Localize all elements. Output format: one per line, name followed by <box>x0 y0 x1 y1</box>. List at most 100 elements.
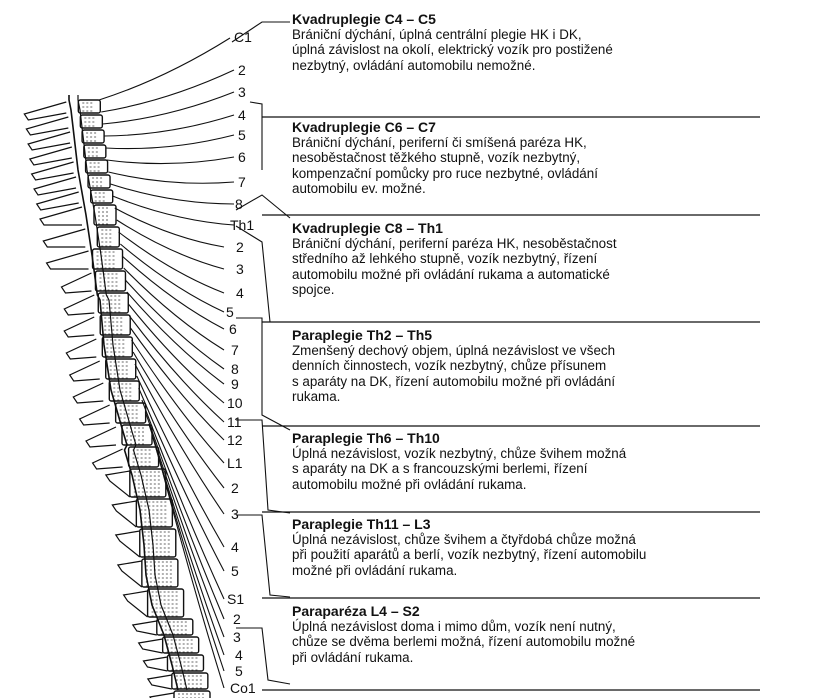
nerve-root <box>107 157 234 164</box>
segment-label-th3: 3 <box>236 262 244 277</box>
segment-label-th2: 2 <box>236 240 244 255</box>
block-description: Úplná nezávislost, vozík nezbytný, chůze… <box>292 446 804 492</box>
block-description: Brániční dýchání, periferní či smíšená p… <box>292 135 804 197</box>
block-description: Brániční dýchání, periferní paréza HK, n… <box>292 236 804 298</box>
block-title: Paraplegie Th2 – Th5 <box>292 327 804 343</box>
spinous-process <box>112 501 136 527</box>
injury-level-c4-c5: Kvadruplegie C4 – C5 Brániční dýchání, ú… <box>292 11 804 73</box>
spinous-process <box>24 102 66 120</box>
block-title: Paraparéza L4 – S2 <box>292 603 804 619</box>
segment-bracket <box>236 420 290 513</box>
segment-bracket <box>236 226 290 322</box>
segment-label-c1: C1 <box>234 30 252 45</box>
spinous-process <box>124 591 148 617</box>
block-description: Zmenšený dechový objem, úplná nezávislos… <box>292 343 804 405</box>
vertebral-body <box>80 115 102 128</box>
segment-label-l2: 2 <box>231 481 239 496</box>
spinous-process <box>106 471 130 497</box>
segment-label-l3: 3 <box>231 507 239 522</box>
spinous-process <box>118 561 142 587</box>
segment-label-c4: 4 <box>238 108 246 123</box>
block-description: Úplná nezávislost doma i mimo dům, vozík… <box>292 619 804 665</box>
vertebral-body <box>130 469 166 497</box>
spinous-process <box>139 639 163 653</box>
nerve-root <box>127 292 224 384</box>
segment-label-th4: 4 <box>236 286 244 301</box>
vertebral-body <box>91 190 113 203</box>
segment-label-c5: 5 <box>238 128 246 143</box>
nerve-root <box>110 184 234 204</box>
nerve-root <box>108 172 234 183</box>
block-title: Paraplegie Th11 – L3 <box>292 516 804 532</box>
nerve-root <box>101 70 234 112</box>
vertebral-body <box>84 145 106 158</box>
spinous-process <box>61 273 91 293</box>
segment-label-s2: 2 <box>233 612 241 627</box>
spinous-process <box>150 693 174 698</box>
block-description: Úplná nezávislost, chůze švihem a čtyřdo… <box>292 532 804 578</box>
vertebral-body <box>94 205 116 225</box>
block-description: Brániční dýchání, úplná centrální plegie… <box>292 27 804 73</box>
spinous-process <box>93 449 123 469</box>
block-title: Paraplegie Th6 – Th10 <box>292 430 804 446</box>
vertebral-body <box>97 227 119 247</box>
segment-label-th9: 9 <box>231 377 239 392</box>
spinous-process <box>64 317 94 337</box>
nerve-root <box>104 115 234 136</box>
segment-label-co1: Co1 <box>230 681 256 696</box>
segment-label-c3: 3 <box>238 85 246 100</box>
segment-bracket <box>236 318 290 430</box>
injury-level-th2-th5: Paraplegie Th2 – Th5 Zmenšený dechový ob… <box>292 327 804 405</box>
injury-level-l4-s2: Paraparéza L4 – S2 Úplná nezávislost dom… <box>292 603 804 665</box>
vertebral-body <box>86 160 108 173</box>
segment-label-l1: L1 <box>227 456 243 471</box>
segment-label-s3: 3 <box>233 630 241 645</box>
nerve-root <box>119 232 224 293</box>
nerve-root <box>124 268 224 350</box>
segment-label-th6: 6 <box>229 322 237 337</box>
spinous-process <box>80 405 110 425</box>
vertebral-body <box>148 589 184 617</box>
segment-label-th10: 10 <box>227 396 243 411</box>
nerve-root <box>99 38 230 100</box>
segment-label-th7: 7 <box>231 343 239 358</box>
vertebral-body <box>88 175 110 188</box>
segment-label-s5: 5 <box>235 664 243 679</box>
spinous-process <box>47 251 89 269</box>
spinous-process <box>133 621 157 635</box>
segment-label-s4: 4 <box>235 648 243 663</box>
segment-label-th1: Th1 <box>230 218 254 233</box>
injury-level-th6-th10: Paraplegie Th6 – Th10 Úplná nezávislost,… <box>292 430 804 492</box>
segment-label-c6: 6 <box>238 150 246 165</box>
nerve-root <box>105 135 234 149</box>
segment-label-c7: 7 <box>238 175 246 190</box>
spinous-process <box>143 657 167 671</box>
spinous-process <box>116 531 140 557</box>
segment-label-c8: 8 <box>235 197 243 212</box>
segment-label-th12: 12 <box>227 433 243 448</box>
segment-label-th11: 11 <box>227 415 242 430</box>
segment-label-th5: 5 <box>226 305 234 320</box>
spinous-process <box>64 295 94 315</box>
vertebral-body <box>174 691 210 698</box>
vertebral-body <box>82 130 104 143</box>
nerve-root <box>113 196 234 225</box>
block-title: Kvadruplegie C6 – C7 <box>292 119 804 135</box>
segment-label-l5: 5 <box>231 564 239 579</box>
injury-level-c6-c7: Kvadruplegie C6 – C7 Brániční dýchání, p… <box>292 119 804 197</box>
nerve-root <box>117 220 224 269</box>
spinous-process <box>86 427 116 447</box>
segment-label-s1: S1 <box>227 592 244 607</box>
segment-label-l4: 4 <box>231 540 239 555</box>
block-title: Kvadruplegie C8 – Th1 <box>292 220 804 236</box>
segment-bracket <box>236 628 290 684</box>
spinous-process <box>70 361 100 381</box>
spinous-process <box>40 207 82 225</box>
nerve-root <box>125 280 224 369</box>
spinous-process <box>37 192 79 210</box>
vertebral-body <box>78 100 100 113</box>
spinous-process <box>43 229 85 247</box>
segment-label-th8: 8 <box>231 362 239 377</box>
injury-level-c8-th1: Kvadruplegie C8 – Th1 Brániční dýchání, … <box>292 220 804 298</box>
segment-bracket <box>236 515 290 597</box>
